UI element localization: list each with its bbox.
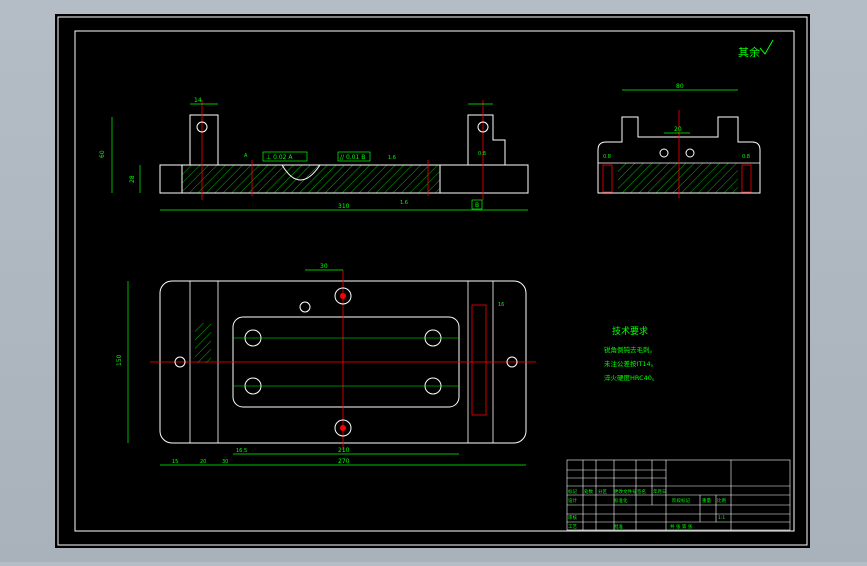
top-hole-7 bbox=[299, 301, 311, 313]
title-block-text: 标记 处数 分区 更改文件号 签名 年月日 设计 标准化 阶段标记 重量 比例 … bbox=[568, 488, 726, 530]
side-hole-2 bbox=[685, 148, 695, 158]
top-view: 30 150 270 210 15 20 30 16.5 16 bbox=[116, 263, 536, 466]
gdt-frame-2 bbox=[337, 151, 371, 162]
top-dim-left-a: 15 bbox=[172, 459, 178, 465]
tb-design: 设计 bbox=[568, 497, 577, 504]
datum-a-label: A bbox=[244, 153, 248, 159]
top-dim-total-label: 270 bbox=[338, 458, 350, 465]
datum-b-label: B bbox=[475, 202, 479, 209]
side-view: 80 20 0.8 0.8 bbox=[597, 83, 761, 198]
roughness-value-1: 1.6 bbox=[388, 155, 396, 161]
tb-sheet-count: 共 张 第 张 bbox=[670, 523, 693, 530]
top-hole-5 bbox=[334, 287, 352, 305]
side-dim-left-label: 0.8 bbox=[603, 154, 611, 160]
top-left-hatch bbox=[195, 323, 211, 363]
roughness-value-2: 1.6 bbox=[400, 200, 408, 206]
tb-standard: 标准化 bbox=[614, 497, 628, 504]
top-dim-height-label: 150 bbox=[116, 354, 123, 366]
tb-zone: 分区 bbox=[598, 488, 607, 495]
tb-approve: 批准 bbox=[614, 523, 623, 530]
roughness-value-3: 0.8 bbox=[478, 151, 486, 157]
top-dim-offset-label: 30 bbox=[320, 263, 328, 270]
front-arc bbox=[281, 164, 321, 181]
sheet-outer-border bbox=[57, 16, 808, 546]
top-dim-left-d: 16.5 bbox=[236, 448, 247, 454]
tech-req-item-3: 淬火硬度HRC40。 bbox=[604, 373, 658, 382]
sheet-inner-border bbox=[74, 30, 795, 532]
datum-box-b bbox=[471, 199, 483, 210]
top-hole-6 bbox=[334, 419, 352, 437]
front-hole-left bbox=[196, 121, 208, 133]
front-hole-right bbox=[477, 121, 489, 133]
top-slot-left bbox=[174, 356, 186, 368]
roughness-symbol-icon bbox=[759, 39, 774, 55]
side-pin-left bbox=[602, 164, 613, 193]
side-pin-right bbox=[741, 164, 752, 193]
tb-scale: 比例 bbox=[717, 497, 726, 504]
title-block bbox=[566, 459, 791, 531]
tb-date: 年月日 bbox=[653, 488, 667, 495]
top-dim-left-b: 20 bbox=[200, 459, 206, 465]
tb-review: 审核 bbox=[568, 514, 577, 521]
tb-mark: 标记 bbox=[568, 488, 577, 495]
side-hole-1 bbox=[659, 148, 669, 158]
top-hole-6-pin bbox=[340, 425, 346, 431]
tb-sign: 签名 bbox=[637, 488, 646, 495]
tb-scale-value: 1:1 bbox=[718, 515, 725, 521]
tb-change-doc: 更改文件号 bbox=[614, 488, 637, 495]
gdt-frame-1-text: ⊥ 0.02 A bbox=[266, 154, 293, 161]
technical-requirements: 技术要求 锐角倒钝去毛刺。 未注公差按IT14。 淬火硬度HRC40。 bbox=[604, 325, 658, 382]
roughness-note-text: 其余 bbox=[738, 45, 760, 59]
tb-process: 工艺 bbox=[568, 524, 577, 530]
top-slot-right bbox=[506, 356, 518, 368]
tech-req-heading: 技术要求 bbox=[612, 325, 648, 337]
side-dim-right-label: 0.8 bbox=[742, 154, 750, 160]
dim-height-label: 60 bbox=[99, 150, 106, 158]
top-dim-left-c: 30 bbox=[222, 459, 228, 465]
gdt-frame-1 bbox=[262, 151, 308, 162]
side-dim-top-label: 80 bbox=[676, 83, 684, 90]
tb-weight: 重量 bbox=[702, 497, 711, 504]
top-dim-right: 16 bbox=[498, 302, 504, 308]
dim-base-label: 28 bbox=[129, 175, 136, 183]
gdt-frame-2-text: // 0.01 B bbox=[340, 154, 365, 161]
dim-length-label: 310 bbox=[338, 203, 350, 210]
tech-req-item-1: 锐角倒钝去毛刺。 bbox=[604, 345, 656, 354]
top-right-pin bbox=[471, 304, 487, 416]
tb-stage-mark: 阶段标记 bbox=[672, 497, 690, 504]
front-section-hatch bbox=[182, 165, 440, 193]
surface-roughness-note: 其余 bbox=[738, 39, 774, 59]
tech-req-item-2: 未注公差按IT14。 bbox=[604, 359, 657, 368]
side-outline bbox=[597, 116, 761, 194]
top-dim-inner-label: 210 bbox=[338, 447, 350, 454]
tb-count: 处数 bbox=[584, 488, 593, 495]
dim-top-left-label: 14 bbox=[194, 97, 202, 104]
side-section-hatch bbox=[618, 163, 738, 193]
side-dim-hole-label: 20 bbox=[674, 126, 682, 133]
top-hole-5-pin bbox=[340, 293, 346, 299]
front-view: 60 28 310 14 ⊥ 0.02 A // 0.01 B B A 1.6 … bbox=[99, 97, 529, 211]
